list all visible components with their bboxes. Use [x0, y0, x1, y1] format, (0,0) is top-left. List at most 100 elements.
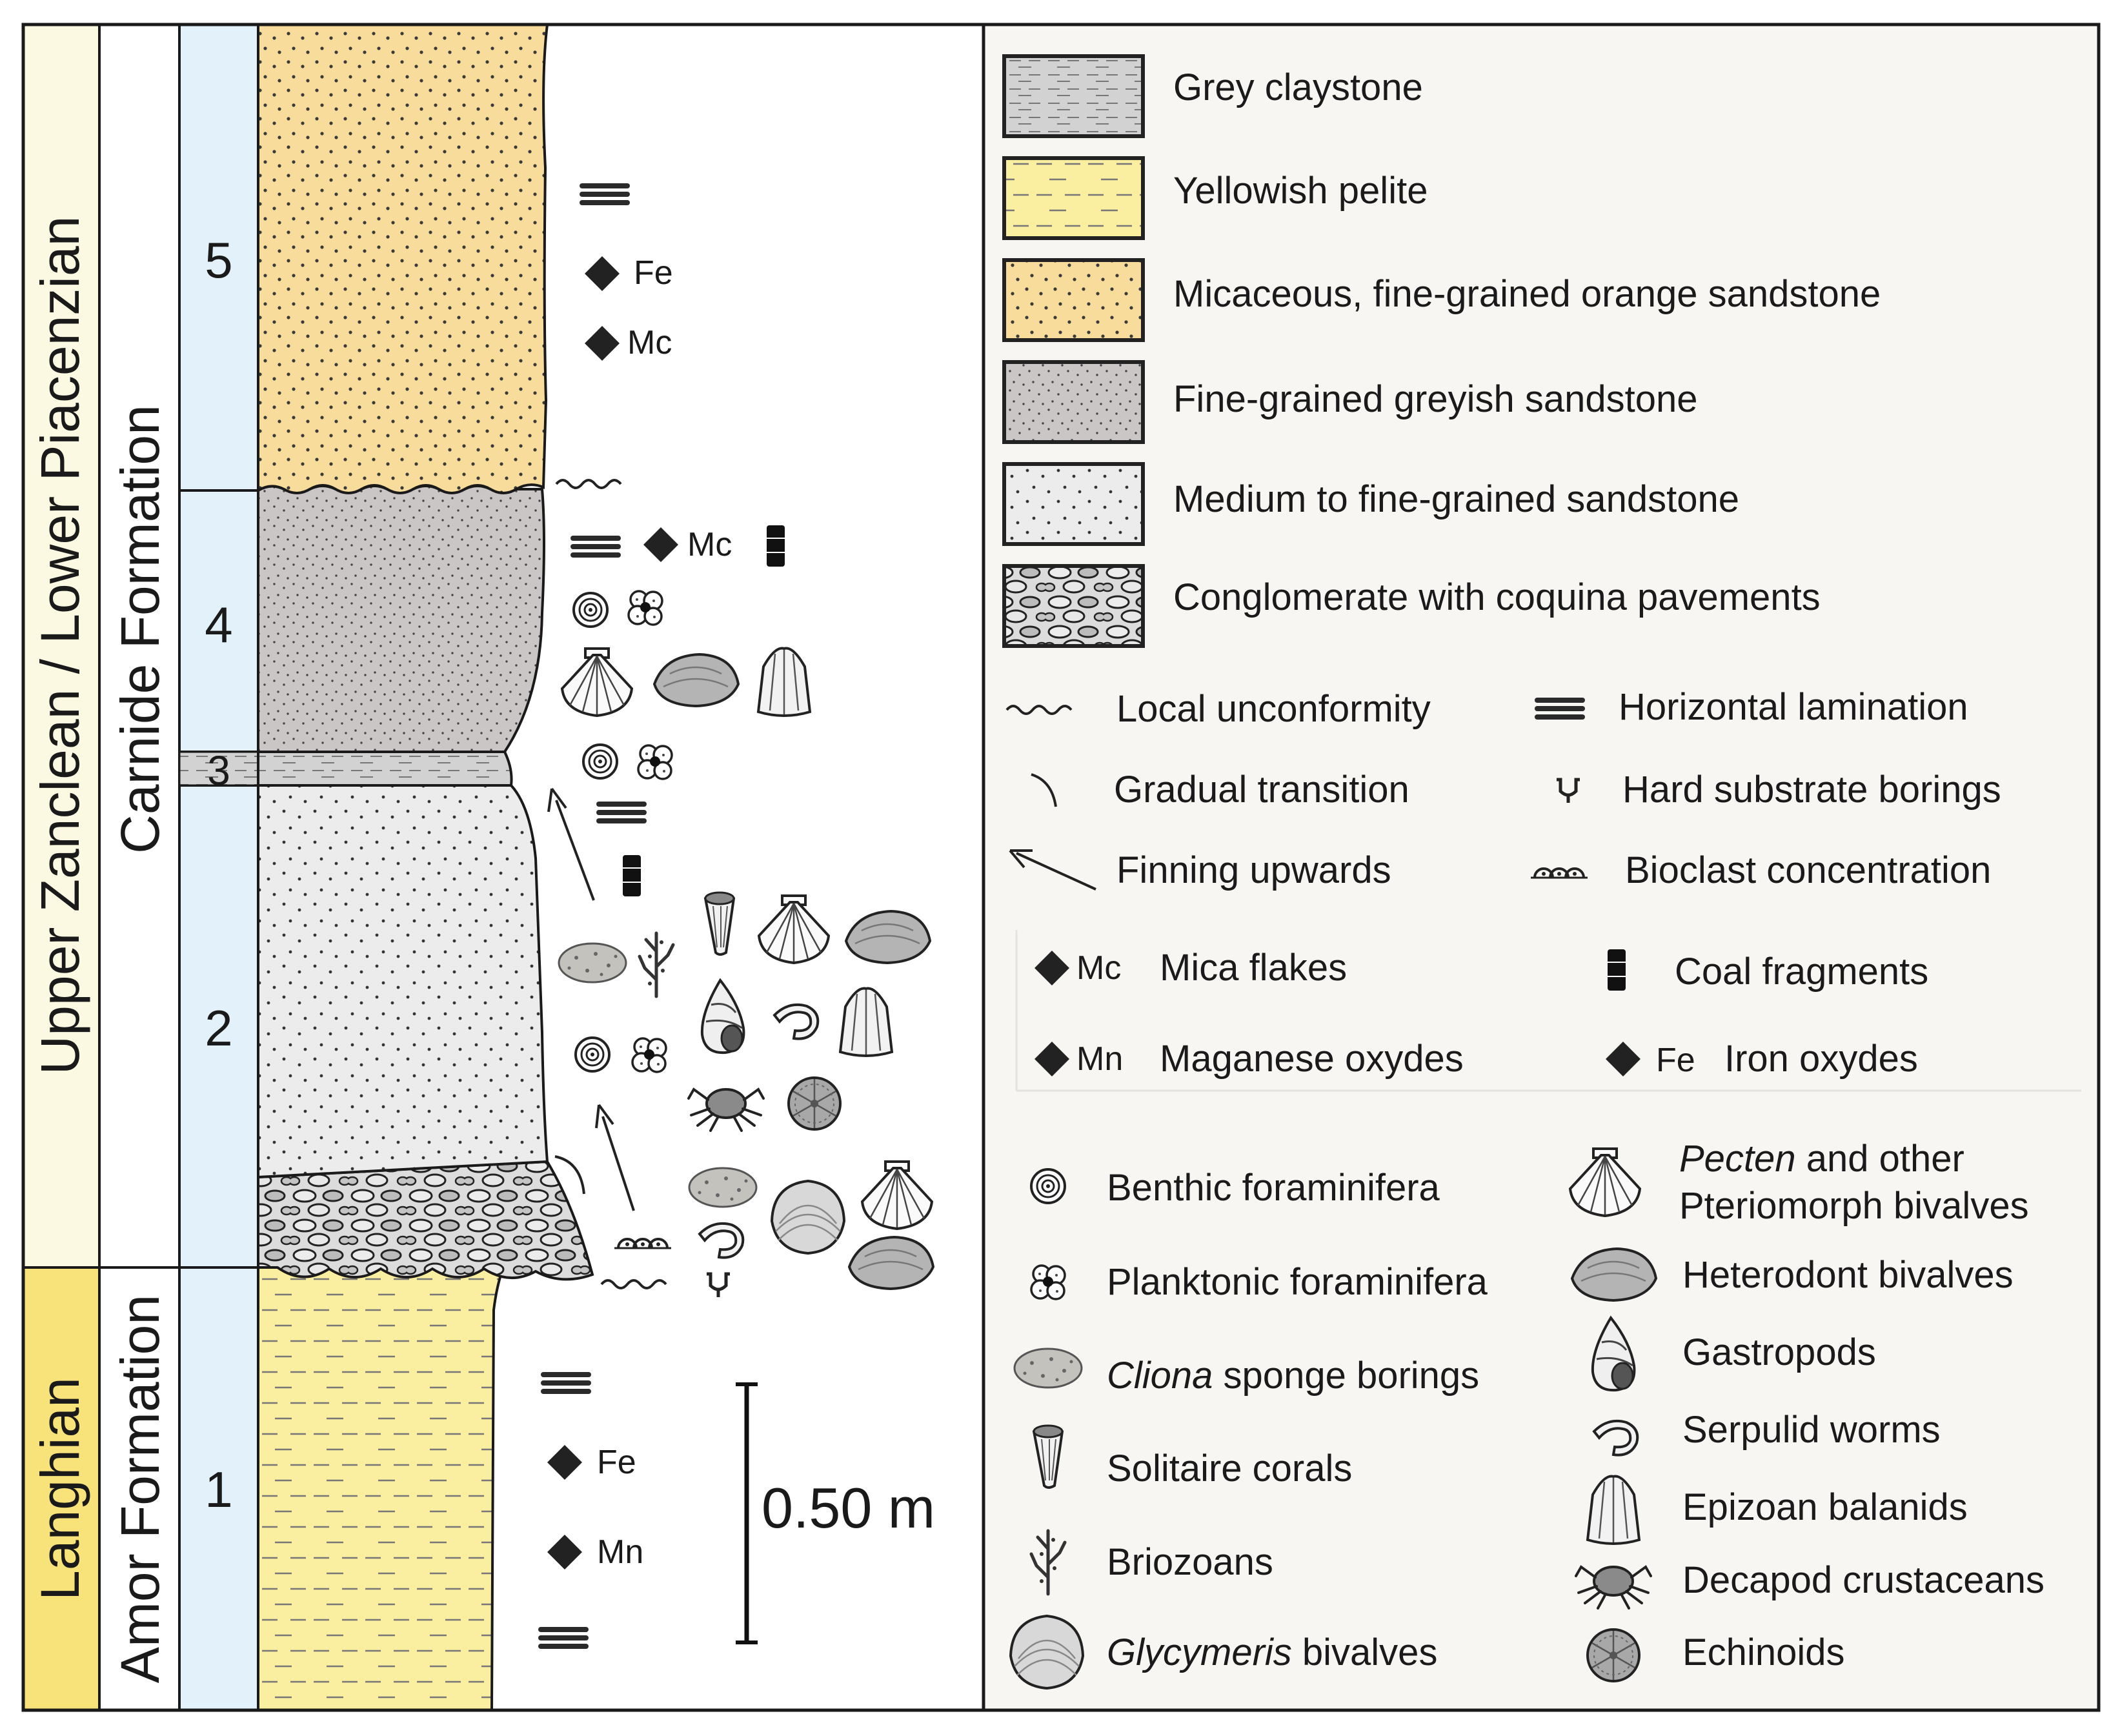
unit-label-2: 2	[205, 1000, 232, 1056]
horizontal-lamination-icon	[541, 1630, 586, 1646]
stage-column	[22, 23, 101, 1711]
bed-3-grey-claystone	[257, 751, 513, 787]
diamond-icon	[585, 326, 620, 361]
legend-finning-upwards: Finning upwards	[1116, 849, 1391, 891]
legend-glycymeris-italic: Glycymeris	[1107, 1631, 1292, 1673]
benthic-foraminifera-icon	[574, 1036, 611, 1073]
legend-lith-2: Micaceous, fine-grained orange sandstone	[1173, 273, 1881, 315]
lithologic-log	[257, 23, 594, 1711]
bed-1-yellowish-pelite	[257, 1266, 505, 1711]
log-symbols: Fe Mc Mc	[541, 186, 934, 1646]
gastropod-icon	[700, 979, 745, 1055]
lithology-legend: Grey claystone Yellowish pelite Micaceou…	[1002, 54, 1881, 648]
bioclast-concentration-icon	[613, 1238, 672, 1249]
fining-upward-arrow-icon	[1009, 849, 1096, 891]
legend-iron-oxydes: Iron oxydes	[1724, 1038, 1918, 1080]
legend-hard-substrate-borings: Hard substrate borings	[1622, 769, 2001, 811]
serpulid-worm-icon	[773, 1003, 820, 1040]
legend-local-unconformity: Local unconformity	[1116, 688, 1431, 730]
legend-gradual-transition: Gradual transition	[1114, 769, 1409, 811]
planktonic-foraminifera-icon	[1030, 1264, 1066, 1300]
balanid-icon	[839, 987, 893, 1057]
legend-epizoan-balanids: Epizoan balanids	[1682, 1486, 1968, 1528]
fossils-legend: Benthic foraminifera Planktonic foramini…	[1009, 1138, 2044, 1690]
legend-lith-4: Medium to fine-grained sandstone	[1173, 478, 1739, 520]
legend-glycymeris-rest: bivalves	[1292, 1631, 1438, 1673]
legend-benthic-foraminifera: Benthic foraminifera	[1107, 1167, 1440, 1209]
planktonic-foraminifera-icon	[627, 590, 663, 626]
cliona-sponge-icon	[688, 1167, 758, 1208]
legend-planktonic-foraminifera: Planktonic foraminifera	[1107, 1261, 1488, 1303]
legend-cliona-rest: sponge borings	[1213, 1355, 1479, 1397]
legend-fe-code: Fe	[1656, 1042, 1695, 1079]
legend-decapod-crustaceans: Decapod crustaceans	[1682, 1559, 2044, 1601]
symbol-mn-unit1: Mn	[597, 1533, 643, 1571]
legend-mn-code: Mn	[1076, 1040, 1123, 1078]
planktonic-foraminifera-icon	[631, 1037, 667, 1073]
horizontal-lamination-icon	[573, 538, 618, 555]
coal-fragment-icon	[622, 854, 641, 897]
bed-4-greyish-sandstone	[257, 485, 545, 753]
legend-lith-3: Fine-grained greyish sandstone	[1173, 378, 1697, 420]
symbol-mc-unit4: Mc	[687, 526, 732, 563]
unit-label-3: 3	[207, 747, 230, 794]
pecten-bivalve-icon	[861, 1160, 933, 1230]
structures-legend: Local unconformity Horizontal lamination…	[1005, 686, 2001, 891]
minerals-legend: Mc Mica flakes Coal fragments Mn Maganes…	[1015, 930, 2081, 1092]
benthic-foraminifera-icon	[1030, 1168, 1066, 1204]
echinoid-icon	[1586, 1628, 1640, 1682]
formation-lower-label: Amor Formation	[110, 1295, 170, 1683]
legend-heterodont-bivalves: Heterodont bivalves	[1682, 1254, 2014, 1296]
legend-serpulid-worms: Serpulid worms	[1682, 1409, 1941, 1451]
planktonic-foraminifera-icon	[637, 744, 673, 780]
coal-fragment-icon	[766, 525, 785, 567]
legend-pteriomorph-bivalves: Pteriomorph bivalves	[1679, 1185, 2029, 1227]
diamond-icon	[585, 256, 620, 291]
legend-echinoids: Echinoids	[1682, 1631, 1844, 1673]
symbol-mc-unit5: Mc	[627, 324, 672, 361]
balanid-icon	[757, 647, 811, 717]
heterodont-bivalve-icon	[653, 653, 740, 707]
scale-bar: 0.50 m	[736, 1382, 935, 1644]
benthic-foraminifera-icon	[582, 743, 618, 780]
diamond-icon	[643, 527, 678, 562]
bed-2-medium-sandstone	[257, 784, 549, 1179]
gradual-transition-icon	[554, 1155, 585, 1195]
legend-pecten-italic: Pecten	[1679, 1138, 1796, 1180]
legend: Grey claystone Yellowish pelite Micaceou…	[982, 23, 2101, 1712]
heterodont-bivalve-icon	[848, 1236, 934, 1290]
fining-upward-arrow-upper	[547, 787, 595, 901]
coal-fragment-icon	[1607, 949, 1626, 991]
legend-mica-flakes: Mica flakes	[1160, 947, 1347, 989]
legend-mc-code: Mc	[1076, 949, 1121, 987]
unconformity-wave-icon	[600, 1279, 667, 1289]
legend-briozoans: Briozoans	[1107, 1541, 1273, 1583]
legend-panel	[982, 23, 2101, 1712]
horizontal-lamination-icon	[1537, 700, 1582, 717]
glycymeris-icon	[1009, 1615, 1084, 1690]
glycymeris-icon	[771, 1180, 845, 1255]
solitaire-coral-icon	[704, 891, 735, 956]
legend-lith-5: Conglomerate with coquina pavements	[1173, 576, 1821, 618]
horizontal-lamination-icon	[543, 1375, 589, 1391]
serpulid-worm-icon	[698, 1222, 745, 1259]
legend-gastropods: Gastropods	[1682, 1331, 1876, 1373]
stage-lower-label: Langhian	[30, 1377, 90, 1600]
horizontal-lamination-icon	[599, 804, 644, 821]
fining-upward-arrow-lower	[595, 1104, 635, 1211]
hard-substrate-boring-icon	[707, 1274, 730, 1297]
legend-maganese-oxydes: Maganese oxydes	[1160, 1038, 1464, 1080]
legend-pecten: Pecten and other	[1679, 1138, 1964, 1180]
formation-upper-label: Carnide Formation	[110, 405, 170, 854]
horizontal-lamination-icon	[582, 186, 627, 203]
symbol-fe-unit1: Fe	[597, 1444, 636, 1481]
legend-lith-0: Grey claystone	[1173, 66, 1423, 108]
bed-5-orange-sandstone	[257, 23, 549, 494]
pecten-bivalve-icon	[561, 647, 633, 717]
legend-glycymeris: Glycymeris bivalves	[1107, 1631, 1437, 1673]
legend-horizontal-lamination: Horizontal lamination	[1619, 686, 1968, 728]
unit-label-5: 5	[205, 232, 232, 288]
echinoid-icon	[787, 1076, 842, 1131]
gradual-transition-icon	[1031, 773, 1057, 807]
